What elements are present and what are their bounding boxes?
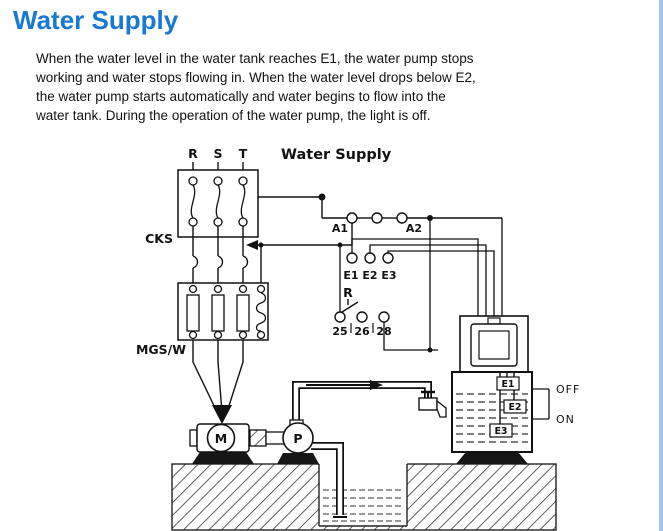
intro-paragraph: When the water level in the water tank r…	[36, 49, 476, 125]
a1-label: A1	[332, 222, 348, 235]
relay-contact-label: R	[343, 285, 353, 300]
terminal-25-label: 25	[332, 325, 347, 338]
on-label: ON	[556, 413, 575, 426]
contactor-label: MGS/W	[136, 342, 186, 357]
breaker-label: CKS	[145, 231, 173, 246]
level-bracket	[532, 388, 550, 420]
electrode-terminal-block: E1 E2 E3	[343, 252, 397, 282]
motor-base	[192, 452, 254, 464]
contactor-poles	[186, 284, 250, 340]
terminal-28	[378, 311, 390, 323]
off-label: OFF	[556, 383, 580, 396]
ground	[171, 463, 557, 531]
sump-walls	[318, 464, 408, 527]
pump-base	[277, 453, 319, 464]
pump-symbol	[282, 422, 314, 454]
terminal-26-label: 26	[354, 325, 370, 338]
intro-line: working and water stops flowing in. When…	[36, 70, 476, 85]
page-accent-border	[659, 0, 663, 531]
electrode-terminals-label: E1 E2 E3	[343, 269, 396, 282]
intro-line: water tank. During the operation of the …	[36, 108, 431, 123]
motor-terminal-funnel	[212, 405, 232, 424]
faucet-spout	[436, 399, 447, 418]
electrode-e1-tag	[496, 376, 520, 391]
intro-line: When the water level in the water tank r…	[36, 51, 474, 66]
relay-plug-inner	[478, 330, 510, 360]
phase-s-label: S	[213, 146, 222, 161]
electrode-wires	[351, 218, 503, 316]
relay-contact-symbol	[341, 299, 359, 313]
relay-unit	[459, 315, 529, 373]
page-title: Water Supply	[13, 5, 179, 35]
phase-r-label: R	[188, 146, 198, 161]
level-indicator: OFF ON	[532, 383, 580, 426]
terminal-26	[356, 311, 368, 323]
terminal-mid	[371, 212, 383, 224]
coupling	[249, 429, 267, 447]
tank-base	[456, 452, 528, 464]
control-terminals: A1 A2	[332, 212, 502, 235]
motor-label: M	[215, 431, 227, 446]
junction-dot	[427, 215, 433, 221]
motor-endcap	[189, 429, 198, 447]
electrode-e1-label: E1	[501, 379, 514, 390]
junction-dot	[258, 242, 264, 248]
breaker-cks: CKS	[145, 169, 259, 246]
faucet-icon	[418, 390, 447, 418]
faucet-body	[418, 397, 438, 411]
flow-arrow-icon	[370, 380, 383, 390]
supply-pipe-outer	[292, 381, 432, 430]
motor-pump-set: M P	[189, 419, 314, 454]
pump-label: P	[293, 431, 302, 446]
arrowhead-left-icon	[246, 240, 258, 250]
junction-dot	[318, 193, 326, 201]
electrode-e2-tag	[503, 399, 527, 414]
terminal-ticks	[350, 323, 374, 333]
a2-label: A2	[406, 222, 422, 235]
relay-contact-block: R 25 26 28	[332, 285, 391, 338]
phase-t-label: T	[239, 146, 248, 161]
phase-labels: R S T	[188, 146, 248, 161]
intro-line: the water pump starts automatically and …	[36, 89, 446, 104]
water-tank: E1 E2 E3	[451, 371, 533, 453]
diagram-title: Water Supply	[281, 147, 392, 163]
sump-pit	[319, 463, 407, 526]
terminal-a1	[346, 212, 358, 224]
contactor-mgsw: MGS/W	[136, 282, 269, 357]
electrode-e3-label: E3	[494, 426, 507, 437]
suction-pipe-inner	[311, 443, 343, 515]
motor-symbol	[206, 423, 236, 453]
motor-feed-wires	[192, 340, 244, 413]
relay-return-wires	[339, 218, 438, 351]
supply-pipe-inner	[293, 382, 431, 430]
relay-plug-tab	[487, 317, 501, 325]
terminal-25	[334, 311, 346, 323]
electrode-e3-tag	[489, 423, 513, 438]
junction-dot	[427, 347, 433, 353]
contactor-coil	[255, 284, 267, 340]
control-tap-wire	[258, 196, 347, 219]
electrode-e2-label: E2	[508, 402, 521, 413]
